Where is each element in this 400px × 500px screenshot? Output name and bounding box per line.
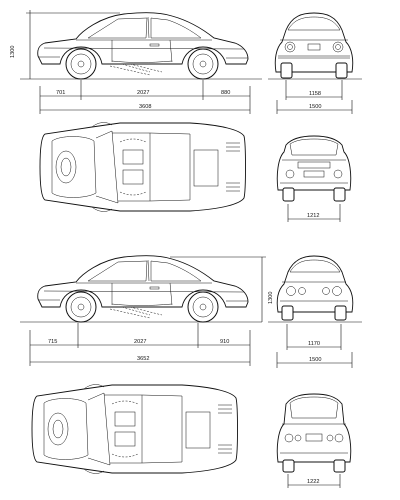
height-dimension-b: 1300 bbox=[170, 256, 274, 322]
length-dimensions-b: 715 2027 910 3652 bbox=[29, 323, 251, 366]
side-view-b bbox=[20, 255, 262, 323]
length-label-b: 3652 bbox=[137, 356, 149, 362]
top-view-b bbox=[31, 384, 238, 474]
front-overhang-label-b: 715 bbox=[48, 339, 57, 345]
front-track-label-b: 1170 bbox=[308, 341, 320, 347]
front-view-a: 1158 1500 bbox=[268, 12, 362, 114]
rear-overhang-label-b: 910 bbox=[220, 339, 229, 345]
wheelbase-label-b: 2027 bbox=[134, 339, 146, 345]
length-dimensions-a: 701 2027 880 3608 bbox=[39, 80, 251, 114]
rear-view-a: 1212 bbox=[276, 135, 352, 222]
front-overhang-label-a: 701 bbox=[56, 90, 65, 96]
wheelbase-label-a: 2027 bbox=[137, 90, 149, 96]
width-label-a: 1500 bbox=[309, 104, 321, 110]
rear-view-b: 1222 bbox=[276, 393, 352, 488]
top-view-a bbox=[39, 122, 246, 212]
width-label-b: 1500 bbox=[309, 357, 321, 363]
rear-track-label-a: 1212 bbox=[307, 213, 319, 219]
height-label-b: 1300 bbox=[268, 292, 274, 304]
front-track-label-a: 1158 bbox=[309, 91, 321, 97]
front-view-b: 1170 1500 bbox=[268, 255, 362, 368]
rear-overhang-label-a: 880 bbox=[221, 90, 230, 96]
height-label-a: 1300 bbox=[10, 46, 16, 58]
length-label-a: 3608 bbox=[139, 104, 151, 110]
rear-track-label-b: 1222 bbox=[307, 479, 319, 485]
side-view-a bbox=[20, 12, 262, 80]
height-dimension-a: 1300 bbox=[10, 10, 120, 79]
